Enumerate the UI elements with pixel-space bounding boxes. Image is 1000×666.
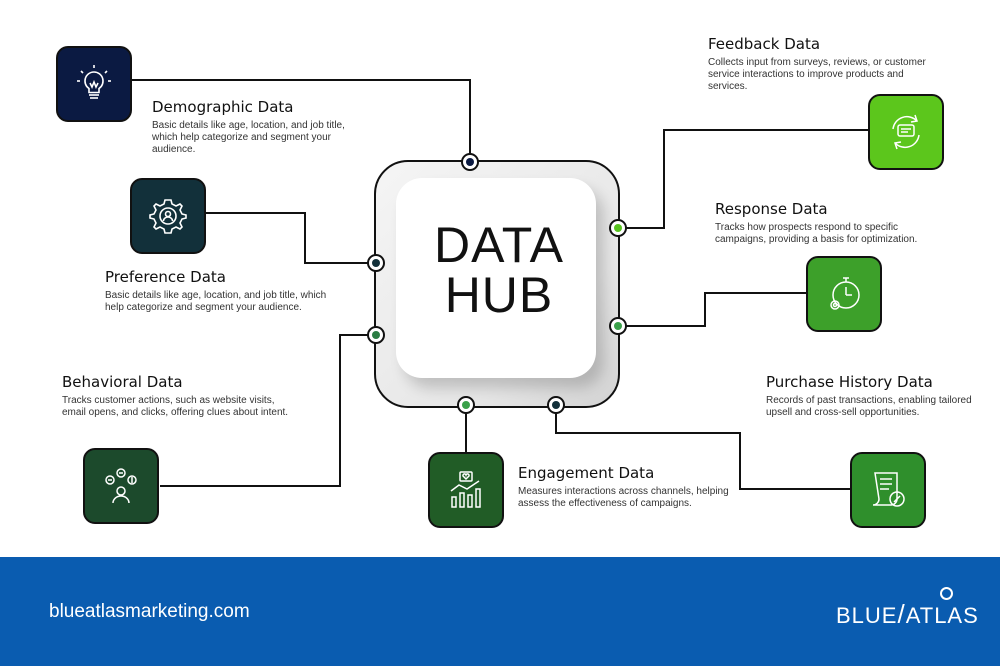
purchase-history-label: Purchase History Data Records of past tr… — [766, 373, 986, 419]
demographic-icon-box — [56, 46, 132, 122]
preference-desc: Basic details like age, location, and jo… — [105, 290, 327, 313]
footer-bar: blueatlasmarketing.com BLUE/ATLAS — [0, 557, 1000, 666]
data-hub-title: DATA HUB — [376, 220, 622, 320]
behavioral-title: Behavioral Data — [62, 373, 183, 391]
chart-heart-icon — [450, 471, 481, 508]
feedback-cycle-icon — [892, 114, 920, 150]
receipt-percent-icon — [872, 472, 905, 507]
response-title: Response Data — [715, 200, 828, 218]
stopwatch-gear-icon — [830, 277, 860, 310]
purchase-history-icon-box — [850, 452, 926, 528]
engagement-icon-box — [428, 452, 504, 528]
website-link[interactable]: blueatlasmarketing.com — [49, 601, 250, 622]
feedback-label: Feedback Data Collects input from survey… — [708, 35, 928, 93]
data-hub-box: DATA HUB — [374, 160, 620, 408]
demographic-label: Demographic Data Basic details like age,… — [152, 98, 372, 156]
lightbulb-icon — [77, 65, 111, 99]
preference-title: Preference Data — [105, 268, 226, 286]
response-desc: Tracks how prospects respond to specific… — [715, 222, 918, 245]
engagement-label: Engagement Data Measures interactions ac… — [518, 464, 738, 510]
behavioral-label: Behavioral Data Tracks customer actions,… — [62, 373, 292, 419]
response-label: Response Data Tracks how prospects respo… — [715, 200, 935, 246]
response-icon-box — [806, 256, 882, 332]
gear-user-icon — [149, 199, 187, 234]
purchase-history-desc: Records of past transactions, enabling t… — [766, 395, 972, 418]
purchase-history-title: Purchase History Data — [766, 373, 933, 391]
data-hub-line1: DATA — [434, 217, 564, 273]
demographic-desc: Basic details like age, location, and jo… — [152, 120, 345, 155]
brand-logo-circle — [940, 587, 953, 600]
engagement-title: Engagement Data — [518, 464, 655, 482]
preference-label: Preference Data Basic details like age, … — [105, 268, 345, 314]
data-hub-line2: HUB — [444, 267, 554, 323]
feedback-desc: Collects input from surveys, reviews, or… — [708, 57, 926, 92]
person-analytics-icon — [105, 468, 137, 504]
preference-icon-box — [130, 178, 206, 254]
brand-logo-slash: / — [897, 599, 906, 629]
brand-logo-left: BLUE — [836, 603, 898, 628]
demographic-title: Demographic Data — [152, 98, 294, 116]
behavioral-desc: Tracks customer actions, such as website… — [62, 395, 289, 418]
engagement-desc: Measures interactions across channels, h… — [518, 486, 729, 509]
feedback-title: Feedback Data — [708, 35, 821, 53]
feedback-icon-box — [868, 94, 944, 170]
data-hub-inner — [396, 178, 596, 378]
behavioral-icon-box — [83, 448, 159, 524]
brand-logo: BLUE/ATLAS — [836, 587, 979, 630]
brand-logo-right: ATLAS — [905, 603, 979, 628]
